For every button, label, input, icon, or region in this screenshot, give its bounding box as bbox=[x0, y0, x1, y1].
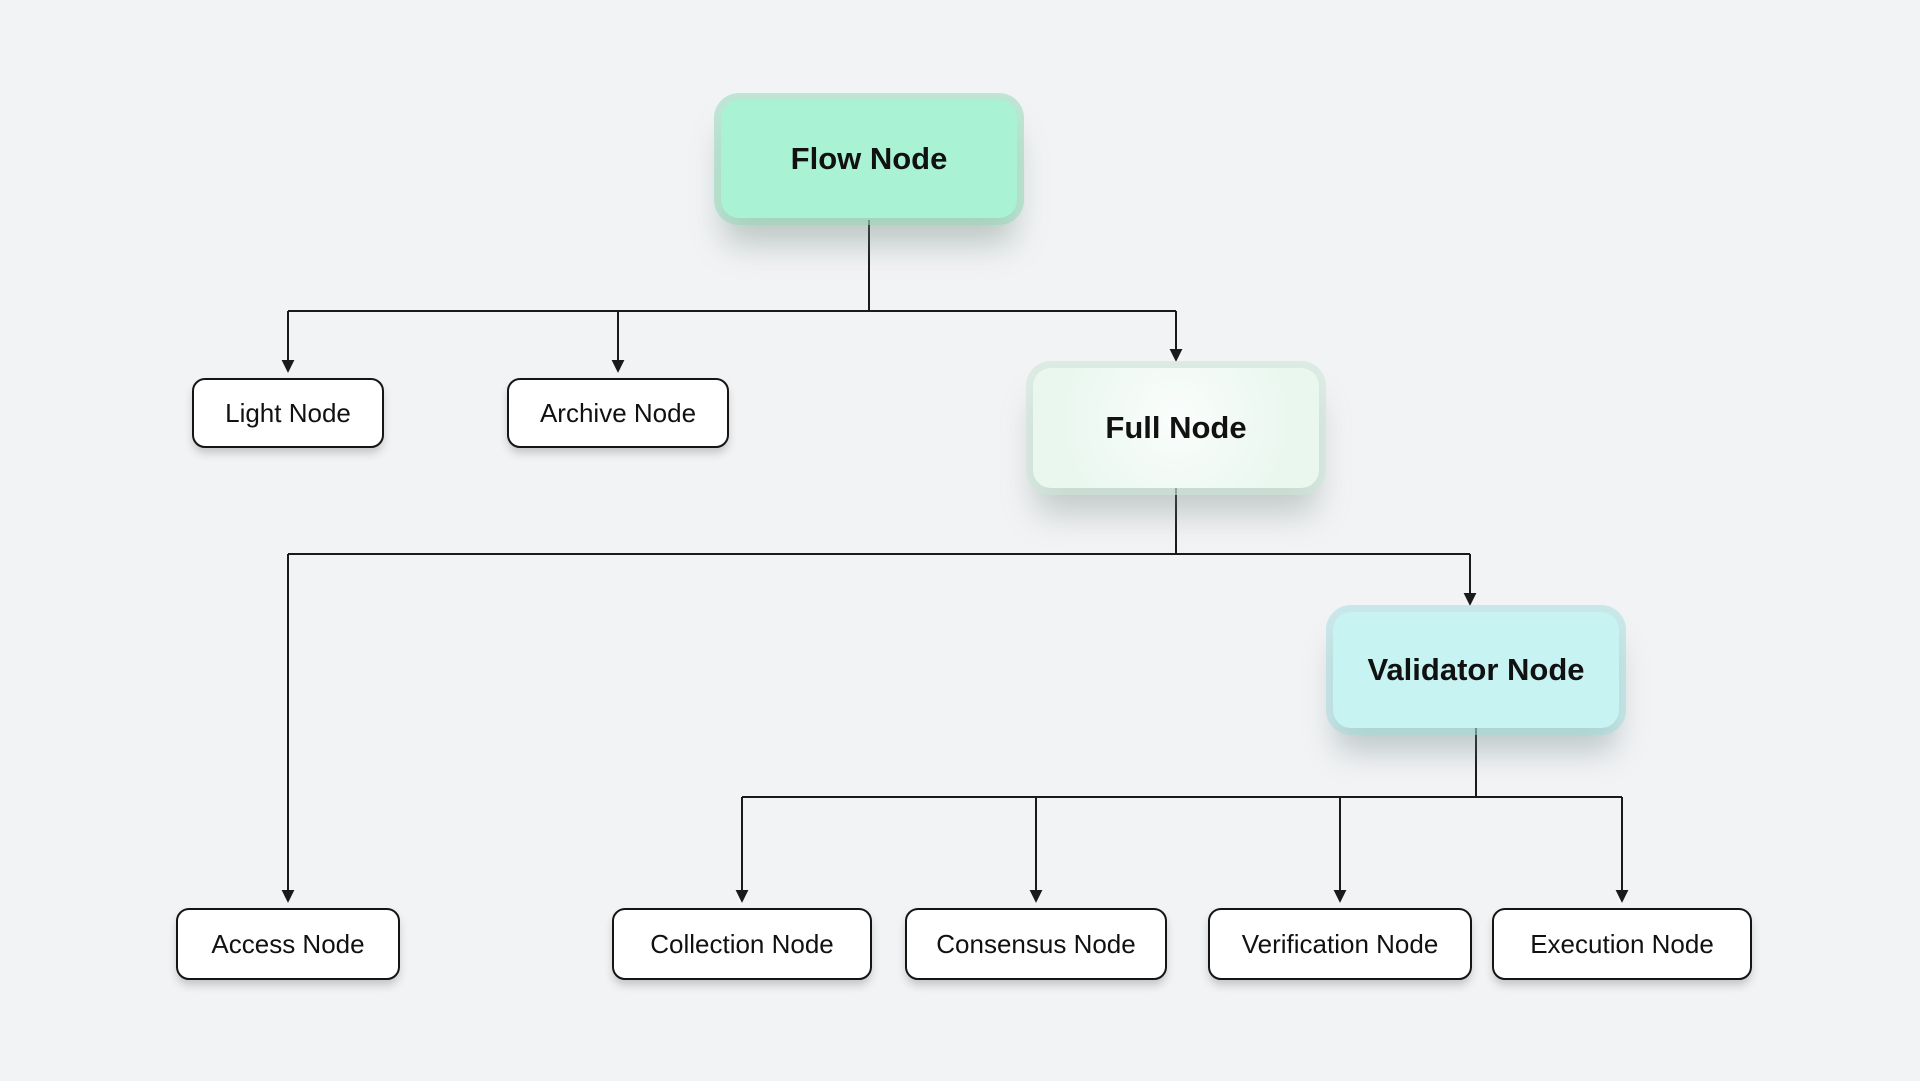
node-validator: Validator Node bbox=[1333, 612, 1619, 728]
node-access: Access Node bbox=[176, 908, 400, 980]
node-archive-label: Archive Node bbox=[539, 397, 697, 428]
node-access-label: Access Node bbox=[211, 928, 365, 959]
node-full-label: Full Node bbox=[1105, 410, 1247, 445]
node-full: Full Node bbox=[1033, 368, 1319, 488]
node-execution: Execution Node bbox=[1492, 908, 1752, 980]
node-light: Light Node bbox=[192, 378, 384, 448]
node-flow: Flow Node bbox=[721, 100, 1017, 218]
node-collection-label: Collection Node bbox=[650, 928, 834, 959]
node-verification: Verification Node bbox=[1208, 908, 1472, 980]
node-archive: Archive Node bbox=[507, 378, 729, 448]
node-flow-label: Flow Node bbox=[790, 141, 948, 176]
node-light-label: Light Node bbox=[225, 397, 351, 428]
node-collection: Collection Node bbox=[612, 908, 872, 980]
node-consensus: Consensus Node bbox=[905, 908, 1167, 980]
node-execution-label: Execution Node bbox=[1530, 928, 1714, 959]
node-consensus-label: Consensus Node bbox=[936, 928, 1136, 959]
node-validator-label: Validator Node bbox=[1367, 652, 1585, 687]
node-verification-label: Verification Node bbox=[1241, 928, 1439, 959]
